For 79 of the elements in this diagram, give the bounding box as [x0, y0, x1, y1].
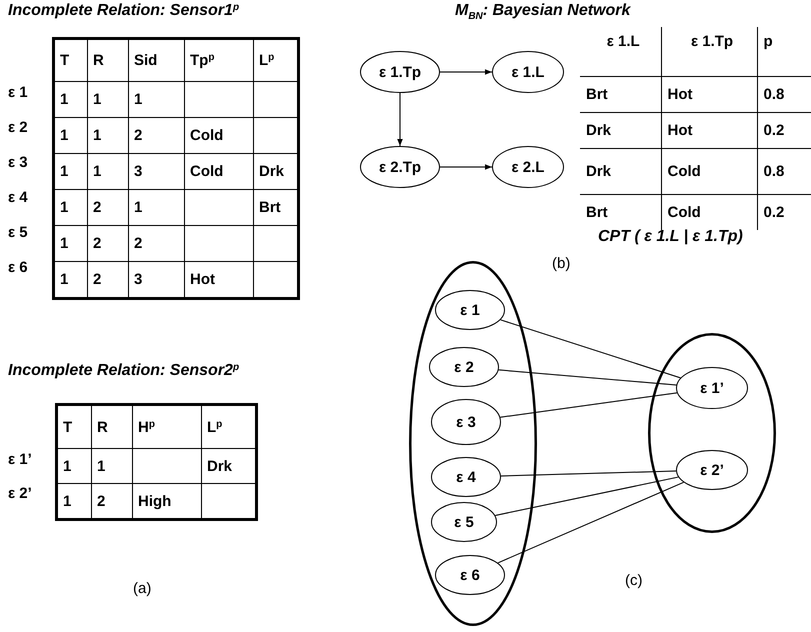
table-cell: 2 [128, 226, 184, 262]
table-cell: Cold [184, 118, 254, 154]
table-cell: 1 [54, 118, 88, 154]
table-cell: 1 [54, 82, 88, 118]
table-title: Incomplete Relation: Sensor1$^{p}$ [8, 2, 240, 20]
arrow [440, 69, 492, 75]
connector-line [500, 470, 677, 476]
table-title: Incomplete Relation: Sensor2$^{p}$ [8, 362, 240, 380]
row-label: ε 2’ [8, 485, 32, 502]
header-cell: p [757, 27, 811, 76]
table-cell: Drk [580, 112, 661, 148]
connector-line [498, 369, 677, 386]
table-cell: 1 [54, 190, 88, 226]
table-cell: 1 [88, 118, 128, 154]
table-cell: Drk [580, 148, 661, 194]
row-label: ε 3 [8, 154, 28, 171]
ellipse-node: ε 2’ [676, 450, 748, 490]
network-title: M$_{BN}$: Bayesian Network [455, 2, 630, 20]
group-ellipse [409, 260, 537, 626]
ellipse-node: ε 2 [429, 347, 499, 387]
table-cell: 1 [54, 154, 88, 190]
panel-label: (a) [133, 580, 152, 597]
ellipse-node: ε 1’ [676, 367, 748, 409]
ellipse-node: ε 3 [431, 399, 501, 445]
table-caption: CPT ( ε 1.L | ε 1.Tp) [598, 228, 743, 246]
header-cell: R [88, 38, 128, 82]
header-cell: Tp$^{p}$ [184, 38, 254, 82]
table-cell: 0.8 [757, 76, 811, 112]
table-cell: 1 [128, 82, 184, 118]
table-cell: Hot [661, 112, 757, 148]
table-cell: 3 [128, 154, 184, 190]
header-cell: ε 1.L [580, 27, 661, 76]
table-cell: Cold [661, 194, 757, 230]
ellipse-node: ε 6 [435, 555, 505, 595]
ellipse-node: ε 2.L [492, 146, 564, 188]
connector-line [500, 319, 681, 378]
table-cell: 1 [92, 448, 132, 484]
table-cell: Cold [661, 148, 757, 194]
table-cell: Cold [184, 154, 254, 190]
header-cell: R [92, 404, 132, 448]
table-cell: 2 [88, 190, 128, 226]
table-cell: 2 [128, 118, 184, 154]
table-cell: 0.8 [757, 148, 811, 194]
ellipse-node: ε 2.Tp [360, 146, 440, 188]
table-cell: 1 [54, 226, 88, 262]
table-cell: 0.2 [757, 194, 811, 230]
panel-label: (c) [625, 572, 642, 589]
header-cell: T [56, 404, 92, 448]
table-cell: 1 [56, 448, 92, 484]
connector-line [494, 476, 679, 516]
ellipse-node: ε 1.L [492, 51, 564, 93]
arrow [440, 164, 492, 170]
table-cell: 2 [88, 226, 128, 262]
header-cell: H$^{p}$ [132, 404, 202, 448]
row-label: ε 5 [8, 224, 28, 241]
table-cell: 0.2 [757, 112, 811, 148]
panel-label: (b) [552, 255, 570, 272]
row-label: ε 1 [8, 84, 28, 101]
group-ellipse [648, 333, 776, 533]
ellipse-node: ε 1.Tp [360, 51, 440, 93]
row-label: ε 4 [8, 189, 28, 206]
ellipse-node: ε 1 [435, 290, 505, 330]
connector-line [500, 392, 678, 418]
table-cell: 1 [88, 82, 128, 118]
row-label: ε 6 [8, 259, 28, 276]
table-cell: Brt [580, 194, 661, 230]
table-cell: Brt [580, 76, 661, 112]
connector-line [497, 482, 684, 564]
arrow [397, 92, 403, 146]
ellipse-node: ε 4 [431, 457, 501, 497]
row-label: ε 2 [8, 119, 28, 136]
row-label: ε 1’ [8, 451, 32, 468]
header-cell: ε 1.Tp [661, 27, 757, 76]
table-cell: Hot [661, 76, 757, 112]
table-cell: 1 [88, 154, 128, 190]
table-cell: 1 [128, 190, 184, 226]
ellipse-node: ε 5 [431, 502, 497, 542]
header-cell: T [54, 38, 88, 82]
header-cell: Sid [128, 38, 184, 82]
